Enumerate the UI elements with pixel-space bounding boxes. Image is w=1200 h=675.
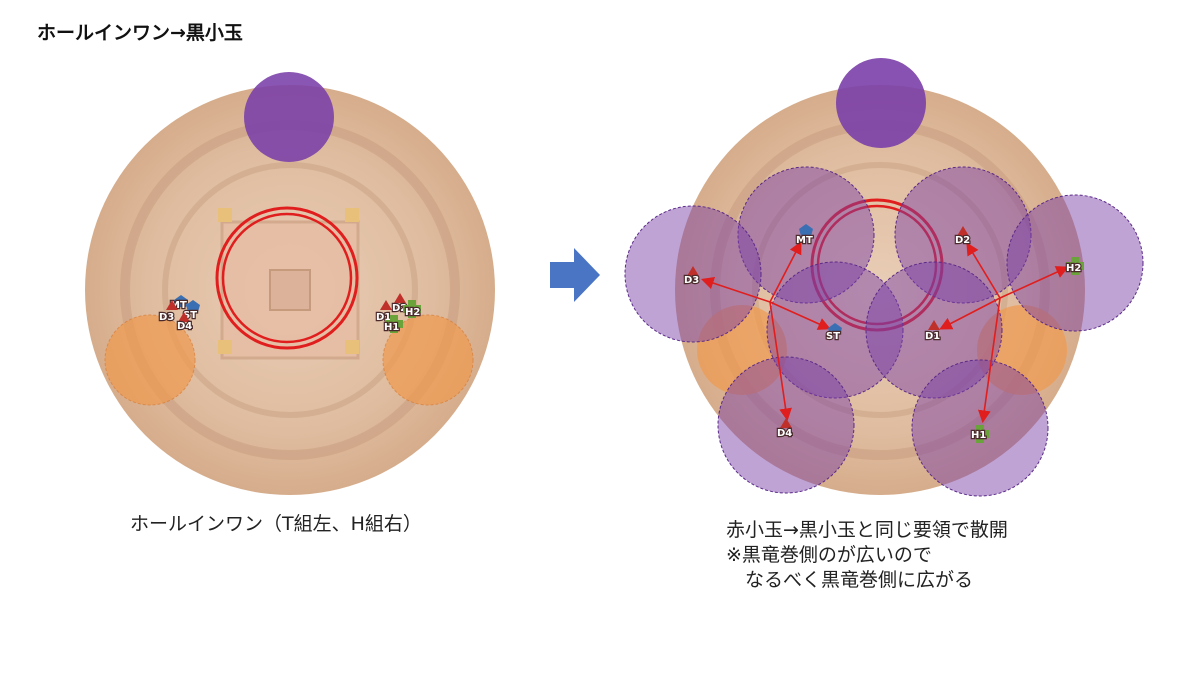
svg-text:MT: MT	[796, 235, 813, 246]
spread-arrow-ST	[769, 301, 831, 330]
svg-text:D4: D4	[777, 428, 792, 439]
marker-D2: D2	[954, 226, 972, 247]
spread-arrow-D2	[966, 242, 1001, 299]
marker-ST: ST	[825, 323, 842, 343]
marker-D3: D3	[683, 266, 701, 287]
arena-ring-inner	[162, 162, 418, 418]
right-caption-line-2: ※黒竜巻側のが広いので	[726, 544, 932, 566]
svg-text:H2: H2	[405, 307, 420, 318]
svg-text:D2: D2	[955, 235, 970, 246]
arena-floor	[675, 85, 1085, 495]
svg-text:H2: H2	[1066, 263, 1081, 274]
arena-tile	[345, 340, 359, 354]
marker-D1: D1	[924, 320, 942, 343]
marker-ST: ST	[182, 300, 200, 322]
right-caption-line-1: 赤小玉→黒小玉と同じ要領で散開	[726, 519, 1008, 541]
marker-MT: MT	[169, 295, 188, 312]
red-ring-outer	[215, 206, 359, 350]
transition-arrow-icon	[550, 248, 600, 302]
page-title: ホールインワン→黒小玉	[37, 22, 243, 44]
red-ring-outer	[810, 198, 944, 332]
right-arena: MT D2 D3 H2 ST D1 D4 H1	[624, 58, 1144, 497]
spread-arrow-H2	[999, 266, 1069, 299]
svg-text:H1: H1	[384, 322, 399, 333]
arena-tile	[218, 208, 232, 222]
svg-text:D3: D3	[159, 312, 174, 323]
spread-arrow-D3	[700, 276, 771, 303]
svg-text:D4: D4	[177, 321, 192, 332]
arena-tile	[345, 208, 359, 222]
left-caption: ホールインワン（T組左、H組右）	[130, 513, 422, 535]
right-caption: 赤小玉→黒小玉と同じ要領で散開 ※黒竜巻側のが広いので なるべく黒竜巻側に広がる	[726, 518, 1008, 593]
red-ring-inner	[221, 212, 353, 344]
spread-arrow-D4	[769, 301, 792, 422]
marker-H1: H1	[383, 315, 403, 334]
arena-ring-inner	[752, 162, 1008, 418]
orange-aoe-left	[104, 314, 196, 406]
spread-arrow-H1	[977, 297, 1001, 424]
left-arena: MT ST D3 D4 D1 D2 H2 H1	[85, 72, 495, 495]
orange-aoe-left	[697, 305, 787, 395]
svg-text:D1: D1	[925, 331, 940, 342]
spread-arrow-MT	[769, 241, 802, 303]
marker-MT: MT	[795, 224, 814, 247]
marker-D3: D3	[158, 300, 178, 324]
svg-text:D3: D3	[684, 275, 699, 286]
right-caption-line-3: なるべく黒竜巻側に広がる	[726, 569, 974, 591]
red-ring-inner	[816, 204, 938, 326]
black-tornado-aoe	[244, 72, 334, 162]
orange-aoe-right	[977, 305, 1067, 395]
orange-aoe-right	[382, 314, 474, 406]
arena-tile	[218, 340, 232, 354]
spread-arrow-D1	[939, 297, 1001, 330]
marker-H2: H2	[1065, 257, 1084, 275]
svg-text:ST: ST	[826, 331, 840, 342]
marker-H1: H1	[970, 425, 989, 443]
marker-H2: H2	[403, 300, 422, 319]
marker-D4: D4	[776, 418, 794, 440]
arena-center-core	[269, 269, 311, 311]
marker-D4: D4	[176, 312, 194, 333]
svg-text:H1: H1	[971, 430, 986, 441]
black-tornado-aoe	[836, 58, 926, 148]
